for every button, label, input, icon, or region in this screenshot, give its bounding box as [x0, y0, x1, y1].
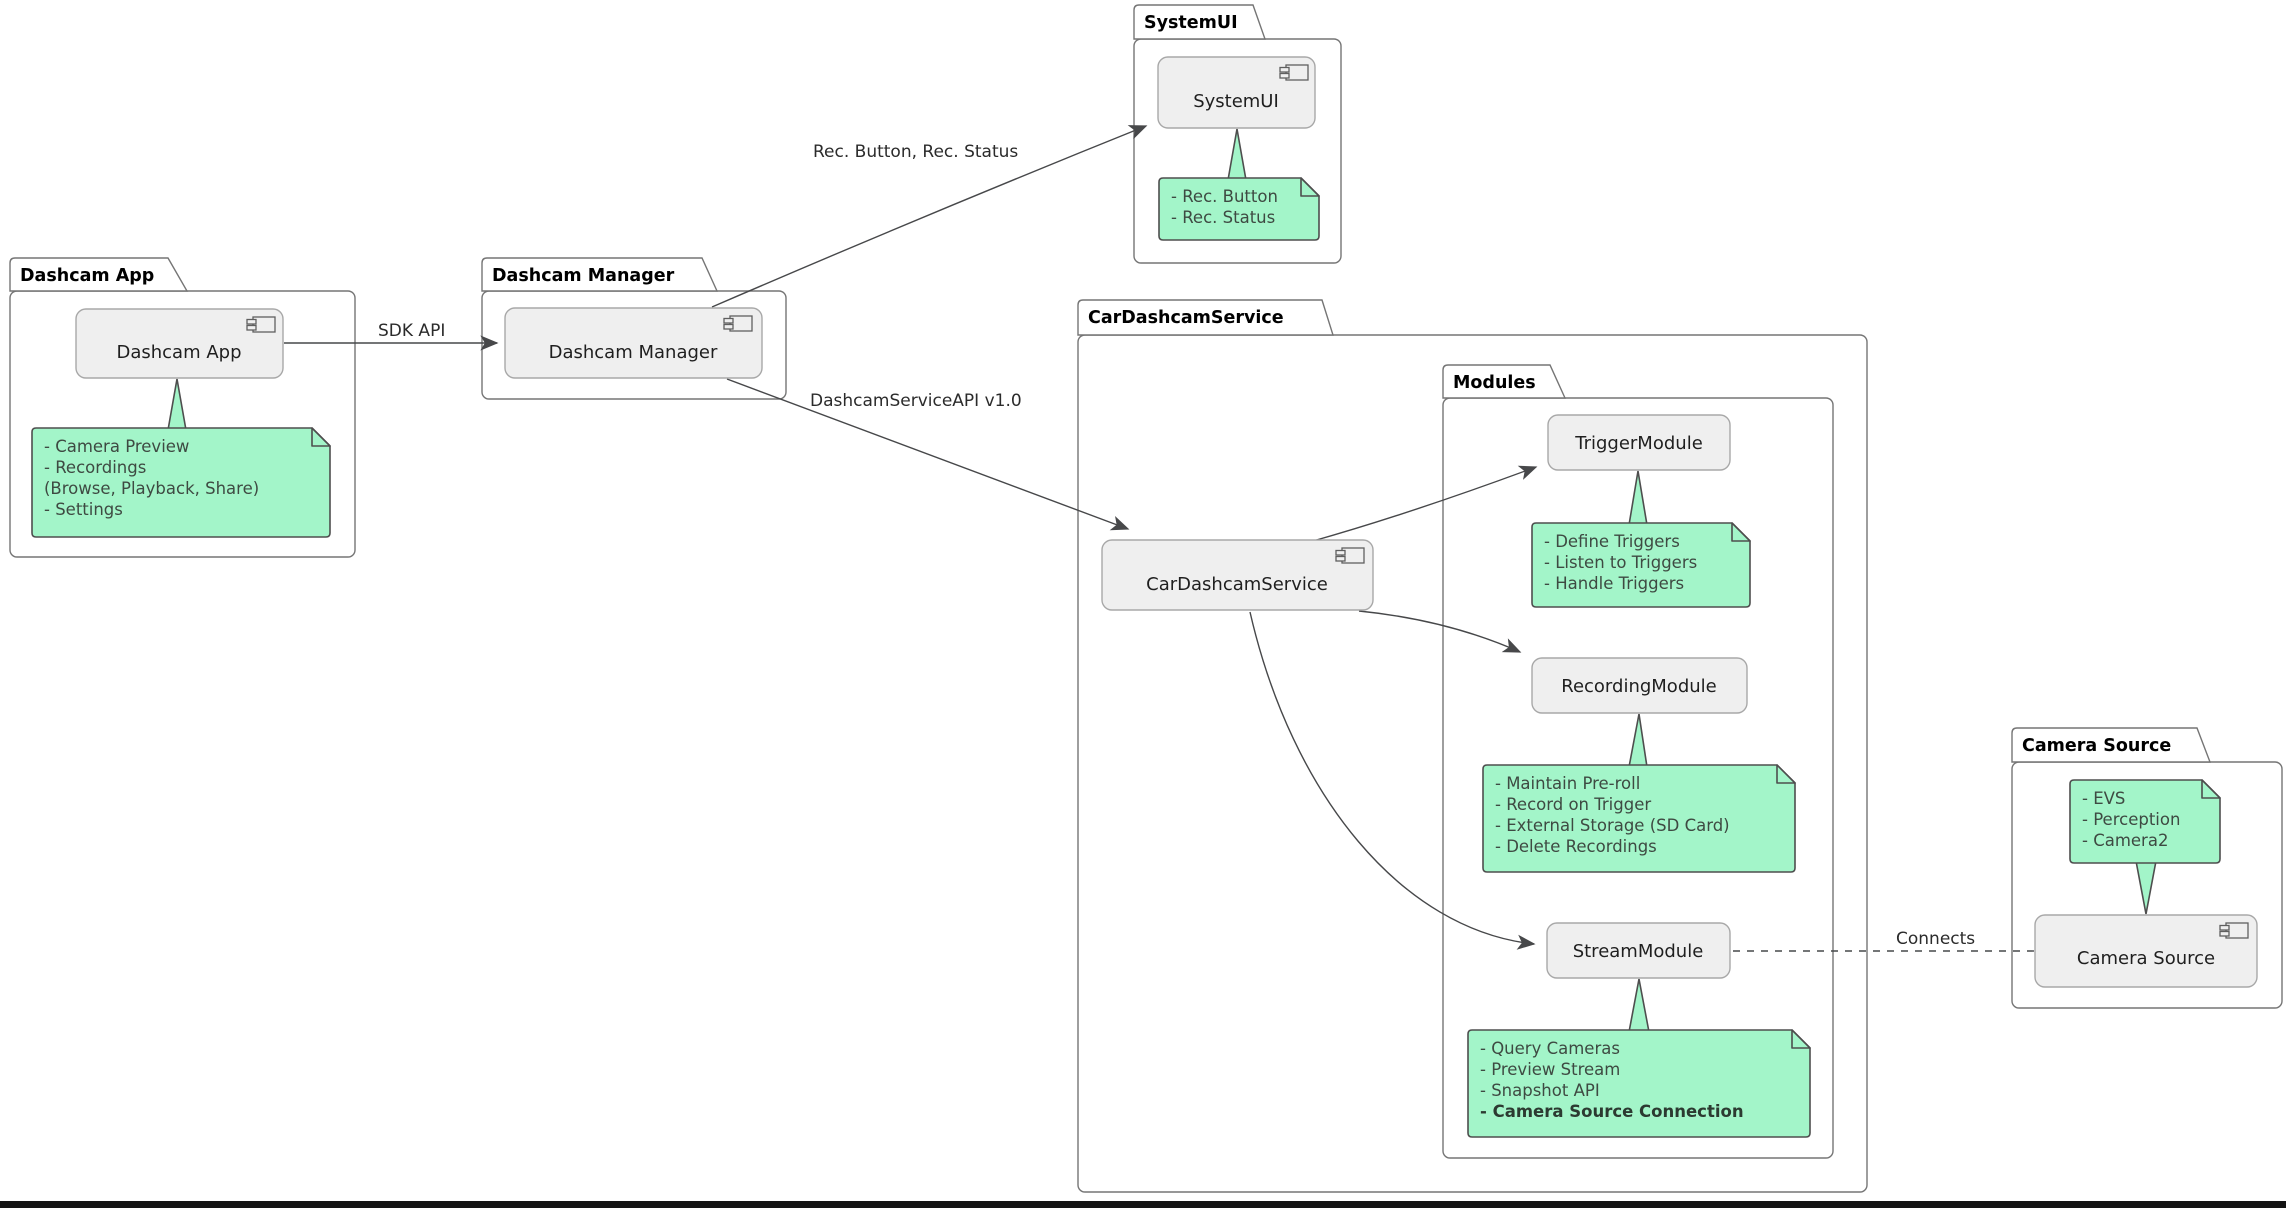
edge-rec-button-status: [711, 125, 1148, 308]
note-fold: [1300, 177, 1320, 197]
note-trigger-module: - Define Triggers - Listen to Triggers -…: [1531, 470, 1751, 608]
edges: SDK API Rec. Button, Rec. Status Dashcam…: [284, 125, 2034, 952]
note-pointer: [1628, 713, 1648, 768]
note-line: - Perception: [2082, 810, 2180, 829]
note-camera-source: - EVS - Perception - Camera2: [2069, 779, 2221, 915]
note-line: - Record on Trigger: [1495, 795, 1651, 814]
component-icon: [1279, 64, 1309, 81]
note-fold: [1776, 764, 1796, 784]
note-fold: [2201, 779, 2221, 799]
package-title: Dashcam App: [20, 266, 154, 286]
note-pointer: [1628, 470, 1648, 526]
note-fold: [311, 427, 331, 447]
component-label: SystemUI: [1193, 91, 1279, 112]
component-box: [1547, 414, 1731, 471]
package-tab: [1442, 364, 1567, 399]
package-title: Modules: [1453, 373, 1536, 393]
edge-label-rec-button-status: Rec. Button, Rec. Status: [813, 142, 1018, 162]
component-label: Camera Source: [2077, 948, 2215, 969]
package-tab: [1133, 4, 1266, 40]
component-dashcam-manager: Dashcam Manager: [504, 307, 763, 379]
package-tab: [481, 257, 719, 292]
note-line: - Camera Preview: [44, 437, 189, 456]
note-pointer: [1227, 128, 1247, 181]
note-body: [1158, 177, 1320, 241]
edge-label-dashcam-service-api: DashcamServiceAPI v1.0: [810, 391, 1022, 411]
note-line: - Settings: [44, 500, 123, 519]
component-label: Dashcam App: [116, 342, 241, 363]
note-body: [1531, 522, 1751, 608]
note-body: [2069, 779, 2221, 864]
edge-to-stream-module: [1249, 611, 1536, 950]
note-line: - Define Triggers: [1544, 532, 1680, 551]
note-pointer: [167, 378, 187, 431]
note-fold: [1731, 522, 1751, 542]
component-label: StreamModule: [1573, 941, 1704, 962]
component-box: [2034, 914, 2258, 988]
component-stream-module: StreamModule: [1546, 922, 1731, 979]
edge-dashcam-service-api: [726, 378, 1130, 531]
component-car-dashcam-service: CarDashcamService: [1101, 539, 1374, 611]
note-line: - EVS: [2082, 789, 2125, 808]
note-line-bold: - Camera Source Connection: [1480, 1102, 1744, 1121]
component-icon: [1335, 547, 1365, 564]
component-box: [504, 307, 763, 379]
edge-label-connects: Connects: [1896, 929, 1975, 949]
note-stream-module: - Query Cameras - Preview Stream - Snaps…: [1467, 978, 1811, 1138]
note-line: - Maintain Pre-roll: [1495, 774, 1640, 793]
component-icon: [246, 316, 276, 333]
edge-to-recording-module: [1358, 610, 1522, 653]
note-dashcam-app: - Camera Preview - Recordings (Browse, P…: [31, 378, 331, 538]
component-label: RecordingModule: [1561, 676, 1716, 697]
package-title: Camera Source: [2022, 736, 2171, 756]
note-line: - Rec. Status: [1171, 208, 1275, 227]
note-line: - Query Cameras: [1480, 1039, 1620, 1058]
note-fold: [1791, 1029, 1811, 1049]
package-tab: [1077, 299, 1334, 336]
package-title: SystemUI: [1144, 13, 1238, 33]
note-body: [31, 427, 331, 538]
component-label: TriggerModule: [1574, 433, 1703, 454]
component-label: Dashcam Manager: [549, 342, 718, 363]
note-line: - Camera2: [2082, 831, 2168, 850]
component-box: [1531, 657, 1748, 714]
component-recording-module: RecordingModule: [1531, 657, 1748, 714]
component-label: CarDashcamService: [1146, 574, 1328, 595]
package-tab: [9, 257, 189, 292]
note-line: - Listen to Triggers: [1544, 553, 1697, 572]
component-box: [1101, 539, 1374, 611]
package-title: Dashcam Manager: [492, 266, 675, 286]
component-camera-source: Camera Source: [2034, 914, 2258, 988]
note-systemui: - Rec. Button - Rec. Status: [1158, 128, 1320, 241]
component-icon: [723, 315, 753, 332]
note-body: [1482, 764, 1796, 873]
component-trigger-module: TriggerModule: [1547, 414, 1731, 471]
component-box: [1157, 56, 1316, 129]
note-recording-module: - Maintain Pre-roll - Record on Trigger …: [1482, 713, 1796, 873]
note-line: - External Storage (SD Card): [1495, 816, 1730, 835]
bottom-bar: [0, 1201, 2286, 1208]
note-body: [1467, 1029, 1811, 1138]
note-line: - Snapshot API: [1480, 1081, 1600, 1100]
note-line: - Rec. Button: [1171, 187, 1278, 206]
note-pointer: [2135, 860, 2157, 915]
component-box: [1546, 922, 1731, 979]
package-tab: [2011, 727, 2212, 763]
note-line: - Delete Recordings: [1495, 837, 1657, 856]
edge-label-sdk-api: SDK API: [378, 321, 445, 341]
component-dashcam-app: Dashcam App: [75, 308, 284, 379]
note-line: (Browse, Playback, Share): [44, 479, 259, 498]
note-line: - Preview Stream: [1480, 1060, 1620, 1079]
edge-to-trigger-module: [1312, 465, 1538, 542]
note-line: - Recordings: [44, 458, 146, 477]
component-box: [75, 308, 284, 379]
component-systemui: SystemUI: [1157, 56, 1316, 129]
note-line: - Handle Triggers: [1544, 574, 1684, 593]
package-title: CarDashcamService: [1088, 308, 1284, 328]
note-pointer: [1628, 978, 1650, 1033]
component-icon: [2219, 922, 2249, 939]
